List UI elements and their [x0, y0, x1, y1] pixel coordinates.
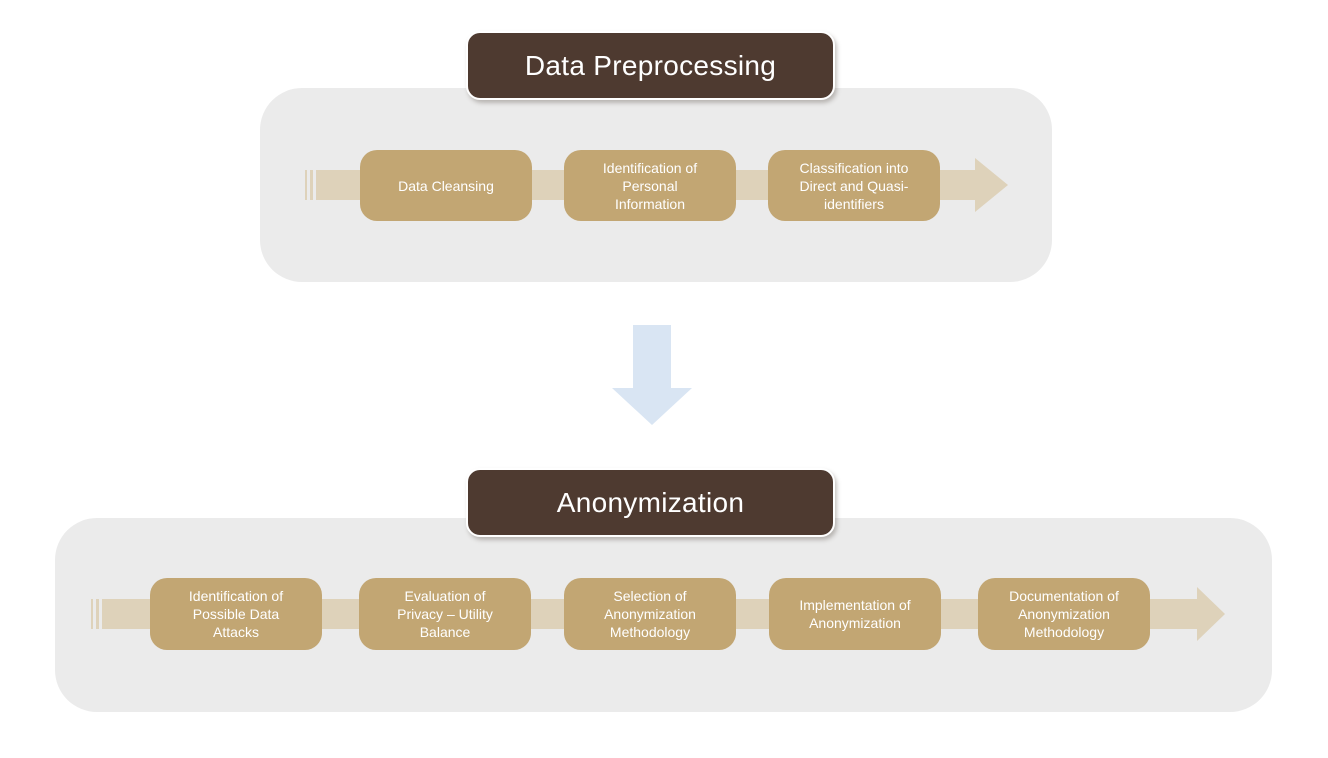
step-box-evaluation-of-privacy-utility-balance: Evaluation of Privacy – Utility Balance — [359, 578, 531, 650]
step-box-classification-into-identifiers: Classification into Direct and Quasi-ide… — [768, 150, 940, 221]
flow-arrow-tail-stripe — [310, 170, 313, 200]
step-box-documentation-of-anonymization-methodology: Documentation of Anonymization Methodolo… — [978, 578, 1150, 650]
flow-arrow-tail-stripe — [91, 599, 93, 629]
down-arrow-head-icon — [612, 388, 692, 425]
step-box-implementation-of-anonymization: Implementation of Anonymization — [769, 578, 941, 650]
flow-arrow-tail-stripe — [305, 170, 307, 200]
step-box-identification-of-possible-data-attacks: Identification of Possible Data Attacks — [150, 578, 322, 650]
down-arrow-icon — [633, 325, 671, 388]
section-title-data-preprocessing: Data Preprocessing — [466, 31, 835, 100]
section-title-anonymization: Anonymization — [466, 468, 835, 537]
flow-arrow-head-icon — [1197, 587, 1225, 641]
flow-arrow-tail-stripe — [96, 599, 99, 629]
step-box-selection-of-anonymization-methodology: Selection of Anonymization Methodology — [564, 578, 736, 650]
step-box-data-cleansing: Data Cleansing — [360, 150, 532, 221]
step-box-identification-of-personal-information: Identification of Personal Information — [564, 150, 736, 221]
flow-arrow-head-icon — [975, 158, 1008, 212]
